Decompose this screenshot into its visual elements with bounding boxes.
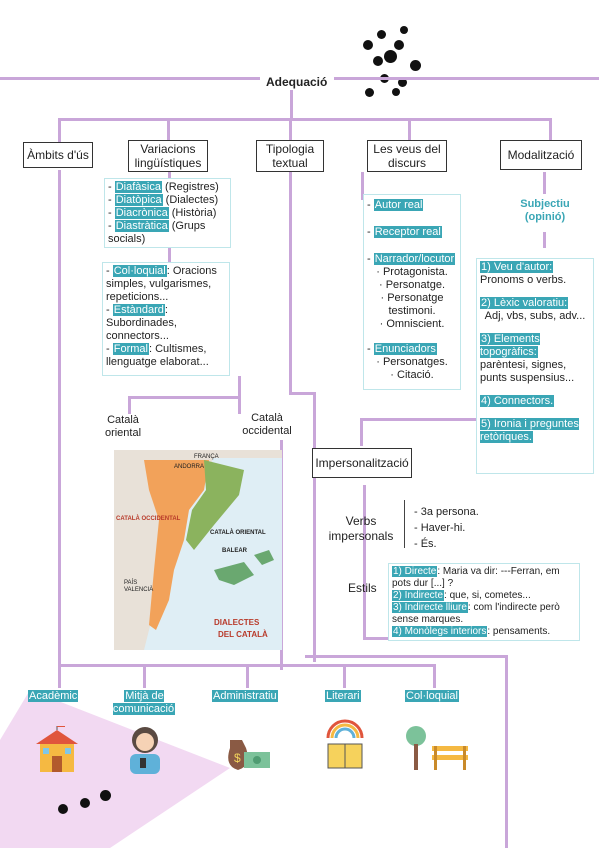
- variacions-panel-2: - Col·loquial: Oracions simples, vulgari…: [102, 262, 230, 376]
- money-icon: $: [228, 740, 270, 770]
- variation-desc: (Història): [168, 207, 217, 219]
- map-label-andorra: ANDORRA: [174, 464, 205, 470]
- subjectiu-label: Subjectiu (opinió): [520, 198, 570, 223]
- variation-term: Diafàsica: [114, 181, 162, 193]
- modal-term: 4) Connectors.: [480, 395, 555, 407]
- modal-term: 3) Elements topogràfics:: [480, 333, 540, 358]
- dialect-map: FRANÇA ANDORRA CATALÀ OCCIDENTAL CATALÀ …: [114, 450, 282, 650]
- variacions-panel-1: - Diafàsica (Registres) - Diatòpica (Dia…: [104, 178, 231, 248]
- school-icon: [36, 726, 78, 772]
- estil-desc: : pensaments.: [487, 626, 551, 637]
- page-title: Adequació: [263, 76, 331, 89]
- ambit-label: Col·loquial: [405, 690, 459, 702]
- verbs-bracket: [404, 500, 411, 548]
- verbs-label: Verbs impersonals: [328, 514, 394, 543]
- ambit-mitja: Mitjà de comunicació: [108, 690, 180, 716]
- narr-item: · Personatge.: [378, 279, 446, 291]
- ambit-label: Mitjà de comunicació: [112, 690, 176, 715]
- verb-item: - 3a persona.: [414, 506, 479, 518]
- narr-item: · Personatge testimoni.: [380, 292, 444, 317]
- label-catala-oriental: Català oriental: [104, 414, 142, 439]
- box-modalitzacio-label: Modalització: [507, 148, 575, 162]
- book-icon: [326, 719, 364, 769]
- voice-receptor: Receptor real: [373, 226, 442, 238]
- narr-item: · Protagonista.: [376, 266, 448, 278]
- box-tipologia: Tipologia textual: [256, 140, 324, 172]
- ambit-label: Acadèmic: [28, 690, 79, 702]
- enun-item: · Personatges.: [376, 356, 448, 368]
- box-veus-label: Les veus del discurs: [373, 142, 441, 170]
- register-term: Col·loquial: [112, 265, 167, 277]
- box-ambits: Àmbits d'ús: [23, 142, 93, 168]
- ambit-literari: Literari: [325, 690, 361, 703]
- map-label-franca: FRANÇA: [194, 454, 219, 460]
- estil-desc: : que, si, cometes...: [444, 590, 531, 601]
- voice-enunciadors: Enunciadors: [373, 343, 437, 355]
- label-catala-occidental: Català occidental: [242, 412, 292, 437]
- modal-desc: Adj, vbs, subs, adv...: [484, 310, 586, 322]
- enun-item: · Citació.: [390, 369, 434, 381]
- park-icon: [406, 726, 468, 770]
- verb-item: - És.: [414, 538, 437, 550]
- map-title-1: DIALECTES: [214, 618, 260, 627]
- narr-item: · Omniscient.: [379, 318, 445, 330]
- register-term: Estàndard: [112, 304, 165, 316]
- variation-desc: (Grups socials): [108, 220, 206, 245]
- variation-desc: (Dialectes): [162, 194, 219, 206]
- ambit-colloquial: Col·loquial: [405, 690, 459, 703]
- estil-term: 4) Monòlegs interiors: [392, 626, 488, 637]
- verbs-list: - 3a persona. - Haver-hi. - És.: [414, 504, 479, 552]
- ambit-administratiu: Administratiu: [212, 690, 278, 703]
- register-desc: : Cultismes, llenguatge elaborat...: [106, 343, 209, 368]
- estil-desc: : Maria va dir: ---Ferran, em pots dur […: [392, 566, 560, 589]
- variation-term: Diacrònica: [114, 207, 169, 219]
- modalitzacio-panel: 1) Veu d'autor: Pronoms o verbs. 2) Lèxi…: [476, 258, 594, 474]
- verb-item: - Haver-hi.: [414, 522, 466, 534]
- modal-desc: Pronoms o verbs.: [480, 274, 567, 286]
- box-veus: Les veus del discurs: [367, 140, 447, 172]
- ambit-academic: Acadèmic: [28, 690, 79, 703]
- map-label-occidental: CATALÀ OCCIDENTAL: [116, 516, 181, 522]
- box-ambits-label: Àmbits d'ús: [27, 148, 89, 162]
- register-desc: : Subordinades, connectors...: [106, 304, 177, 342]
- variation-desc: (Registres): [161, 181, 219, 193]
- map-title-2: DEL CATALÀ: [218, 630, 268, 639]
- modal-term: 5) Ironia i preguntes retòriques.: [480, 418, 579, 443]
- box-tipologia-label: Tipologia textual: [265, 142, 315, 170]
- map-label-valencia: PAÍS VALENCIÀ: [124, 580, 154, 593]
- box-variacions-label: Variacions lingüístiques: [134, 142, 202, 170]
- veus-panel: - Autor real - Receptor real - Narrador/…: [363, 194, 461, 390]
- svg-text:$: $: [234, 751, 241, 765]
- voice-autor: Autor real: [373, 199, 424, 211]
- estils-label: Estils: [348, 581, 377, 595]
- ambit-label: Literari: [325, 690, 361, 702]
- reporter-icon: [130, 727, 160, 774]
- variation-term: Diastràtica: [114, 220, 169, 232]
- box-modalitzacio: Modalització: [500, 140, 582, 170]
- estil-term: 3) Indirecte lliure: [392, 602, 468, 613]
- estils-panel: 1) Directe: Maria va dir: ---Ferran, em …: [388, 563, 580, 641]
- estil-term: 2) Indirecte: [392, 590, 445, 601]
- box-impersonalitzacio: Impersonalització: [312, 448, 412, 478]
- box-impersonalitzacio-label: Impersonalització: [315, 456, 409, 470]
- estil-desc: : com l'indirecte però sense marques.: [392, 602, 560, 625]
- register-desc: : Oracions simples, vulgarismes, repetic…: [106, 265, 217, 303]
- estil-term: 1) Directe: [392, 566, 438, 577]
- voice-narrador: Narrador/locutor: [373, 253, 456, 265]
- modal-term: 1) Veu d'autor:: [480, 261, 554, 273]
- modal-term: 2) Lèxic valoratiu:: [480, 297, 569, 309]
- map-label-oriental: CATALÀ ORIENTAL: [210, 530, 266, 536]
- box-variacions: Variacions lingüístiques: [128, 140, 208, 172]
- map-label-balear: BALEAR: [222, 548, 247, 554]
- variation-term: Diatòpica: [114, 194, 163, 206]
- register-term: Formal: [112, 343, 149, 355]
- modal-desc: parèntesi, signes, punts suspensius...: [480, 359, 575, 384]
- ambit-label: Administratiu: [212, 690, 278, 702]
